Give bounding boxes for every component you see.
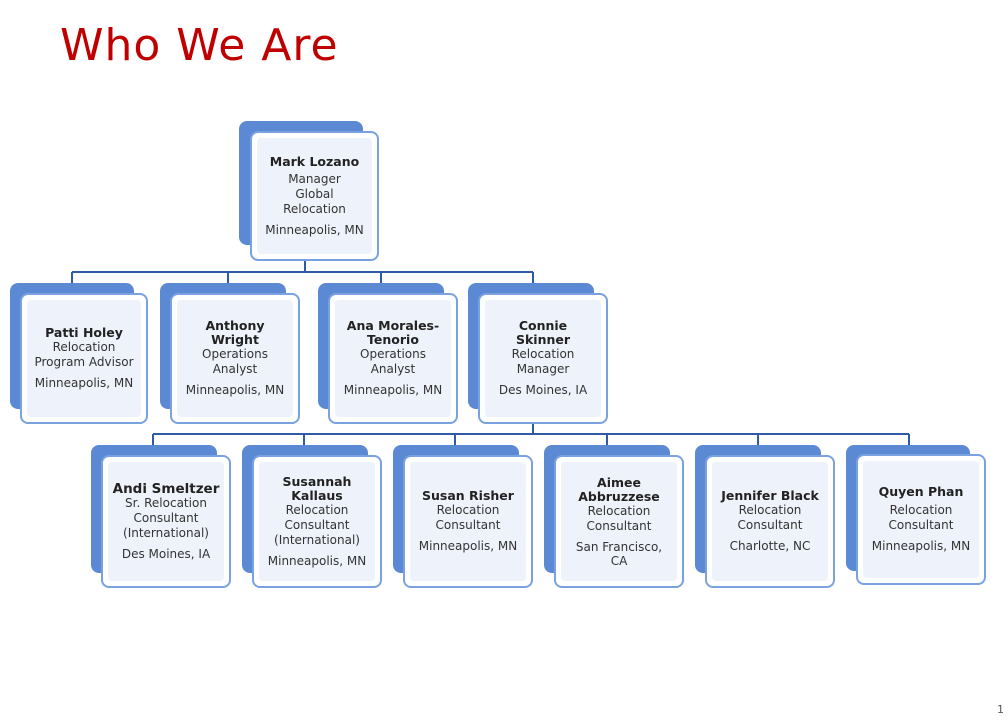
node-title: Sr. Relocation Consultant (International… — [123, 495, 209, 540]
node-name: Connie Skinner — [515, 318, 571, 347]
node-location: Des Moines, IA — [498, 383, 588, 397]
slide-number: 1 — [997, 703, 1004, 716]
node-name: Mark Lozano — [269, 153, 360, 169]
node-title: Manager Global Relocation — [283, 171, 346, 216]
node-location: San Francisco, CA — [575, 539, 663, 568]
node-location: Charlotte, NC — [729, 539, 811, 553]
node-location: Minneapolis, MN — [185, 383, 285, 397]
node-title: Operations Analyst — [202, 347, 268, 376]
org-node-jennifer-black: Jennifer Black Relocation Consultant Cha… — [695, 445, 835, 588]
org-node-patti-holey: Patti Holey Relocation Program Advisor M… — [10, 283, 148, 424]
org-node-quyen-phan: Quyen Phan Relocation Consultant Minneap… — [846, 445, 986, 588]
node-title: Relocation Manager — [511, 347, 575, 376]
org-node-anthony-wright: Anthony Wright Operations Analyst Minnea… — [160, 283, 300, 424]
node-name: Susannah Kallaus — [282, 473, 352, 503]
org-node-andi-smeltzer: Andi Smeltzer Sr. Relocation Consultant … — [91, 445, 231, 588]
org-node-connie-skinner: Connie Skinner Relocation Manager Des Mo… — [468, 283, 608, 424]
node-location: Minneapolis, MN — [265, 222, 364, 237]
node-location: Minneapolis, MN — [343, 383, 443, 397]
node-title: Relocation Consultant — [888, 503, 954, 532]
node-location: Minneapolis, MN — [418, 539, 518, 553]
node-title: Relocation Program Advisor — [34, 340, 134, 369]
node-location: Des Moines, IA — [121, 546, 211, 561]
node-title: Relocation Consultant — [586, 503, 652, 533]
node-location: Minneapolis, MN — [267, 553, 367, 568]
node-name: Susan Risher — [422, 488, 514, 503]
node-name: Aimee Abbruzzese — [578, 474, 660, 504]
node-name: Jennifer Black — [721, 488, 819, 503]
node-name: Anthony Wright — [205, 318, 265, 347]
node-name: Quyen Phan — [878, 484, 964, 499]
org-node-susan-risher: Susan Risher Relocation Consultant Minne… — [393, 445, 533, 588]
org-node-aimee-abbruzzese: Aimee Abbruzzese Relocation Consultant S… — [544, 445, 684, 588]
node-title: Relocation Consultant — [435, 503, 501, 532]
node-name: Andi Smeltzer — [112, 480, 220, 497]
node-name: Ana Morales- Tenorio — [346, 318, 440, 347]
node-name: Patti Holey — [45, 325, 123, 340]
node-location: Minneapolis, MN — [34, 376, 134, 390]
node-title: Operations Analyst — [360, 347, 426, 376]
org-node-susannah-kallaus: Susannah Kallaus Relocation Consultant (… — [242, 445, 382, 588]
node-location: Minneapolis, MN — [871, 539, 971, 553]
org-node-mark-lozano: Mark Lozano Manager Global Relocation Mi… — [239, 121, 379, 261]
slide-title: Who We Are — [60, 20, 339, 71]
node-title: Relocation Consultant (International) — [274, 502, 360, 547]
org-node-ana-morales-tenorio: Ana Morales- Tenorio Operations Analyst … — [318, 283, 458, 424]
node-title: Relocation Consultant — [737, 503, 803, 532]
